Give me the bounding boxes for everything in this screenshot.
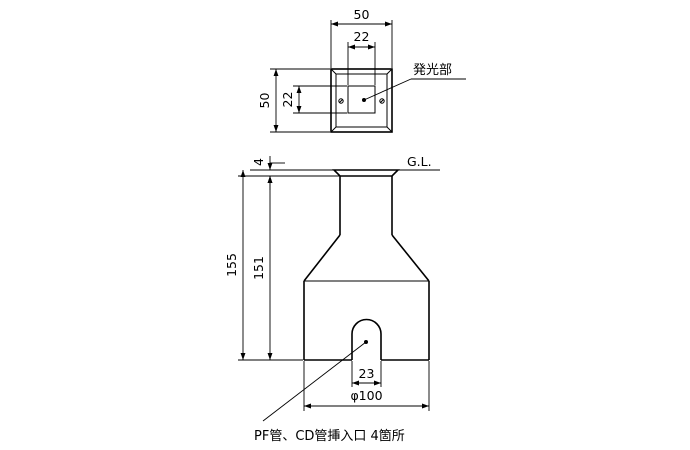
dim-inner-height: 22: [280, 92, 295, 108]
top-view: 50 22 50 22 発光部: [257, 7, 466, 133]
top-view-outer-square: [330, 68, 393, 133]
screw-right-slot: [380, 99, 384, 103]
leader-light-part: [362, 78, 412, 102]
leader-conduit-entry: [262, 340, 368, 422]
dim-outer-width: 50: [354, 7, 370, 22]
frame-corner-tr: [386, 68, 393, 75]
dim-diameter: φ100: [350, 388, 382, 403]
dim-slot-width: 23: [359, 366, 375, 381]
dim-outer-height: 50: [257, 93, 272, 109]
front-view: G.L. 4 155 151 23 φ100 PF管、CD管挿入口 4箇所: [224, 154, 440, 444]
top-view-inner-frame: [335, 73, 388, 128]
frame-corner-tl: [330, 68, 337, 75]
conduit-entry-slot: [351, 318, 382, 360]
label-light-part: 発光部: [413, 63, 452, 78]
frame-corner-br: [386, 126, 393, 133]
shoulder-left: [303, 234, 341, 282]
dim-total-height: 155: [224, 253, 239, 277]
dim-flange: 4: [251, 158, 266, 166]
screw-left-icon: [338, 98, 344, 104]
dim-inner-width: 22: [354, 29, 370, 44]
screw-right-icon: [379, 98, 385, 104]
light-emitting-square: [347, 85, 376, 114]
screw-left-slot: [339, 99, 343, 103]
top-flange: [332, 169, 400, 177]
label-ground-level: G.L.: [407, 154, 432, 169]
frame-corner-bl: [330, 126, 337, 133]
dim-body-height: 151: [251, 256, 266, 280]
shoulder-right: [391, 234, 430, 282]
label-conduit-entry: PF管、CD管挿入口 4箇所: [254, 428, 405, 444]
